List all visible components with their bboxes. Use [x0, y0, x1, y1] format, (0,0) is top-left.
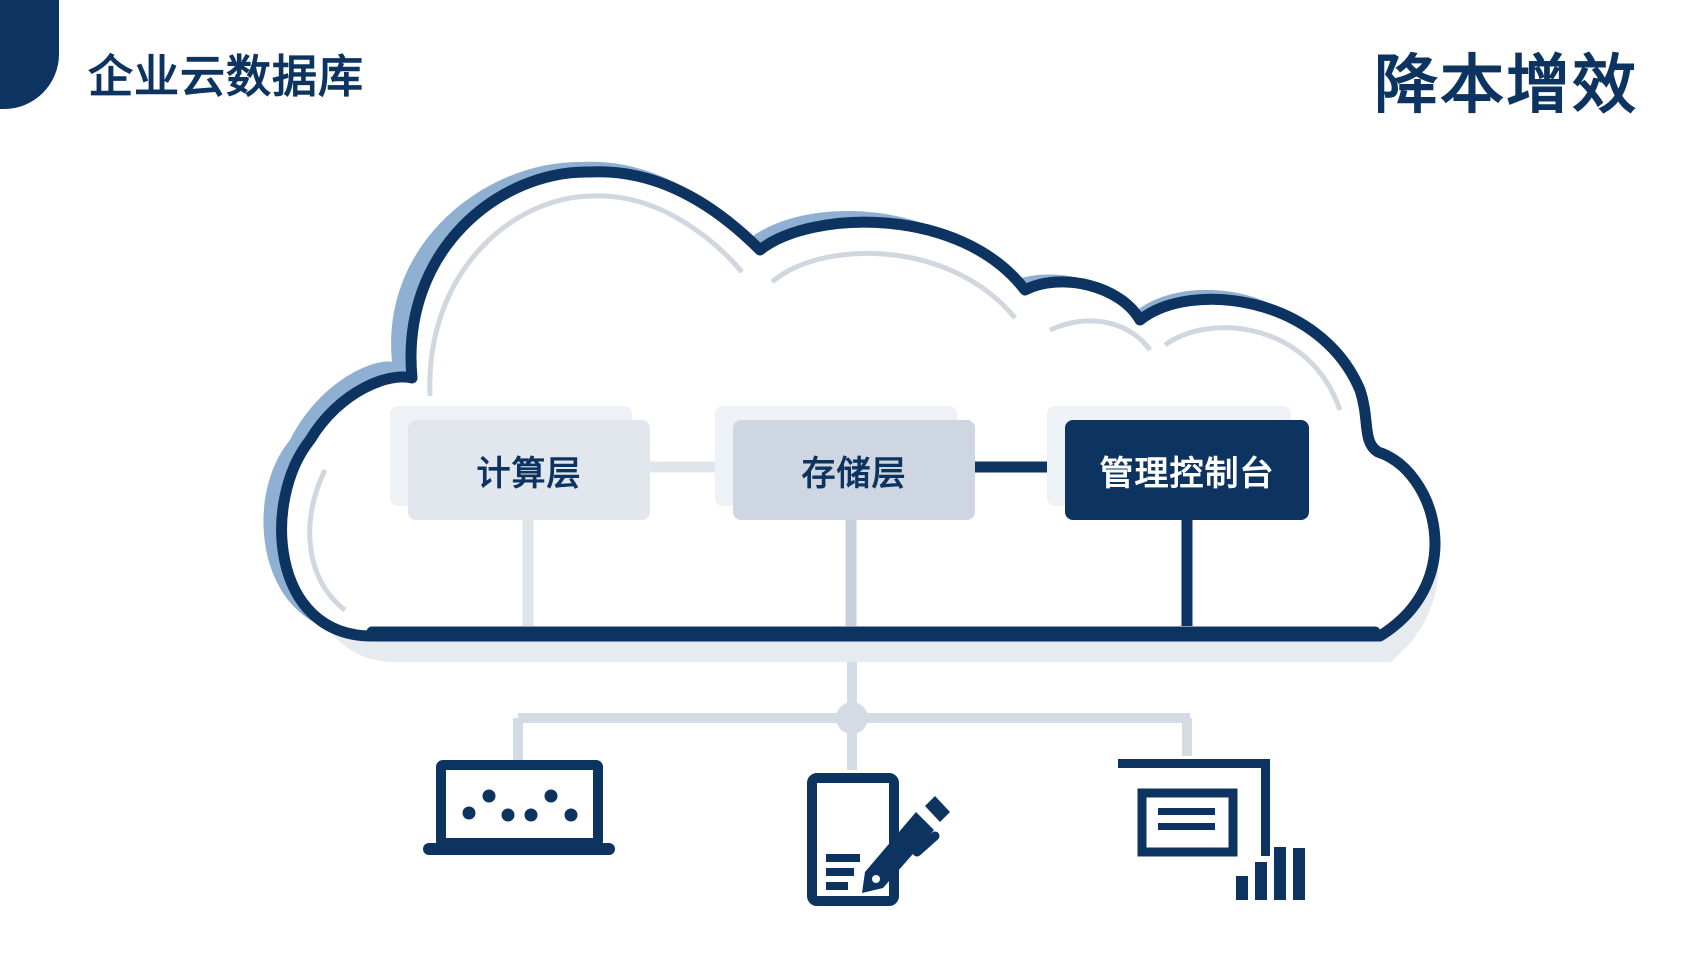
cloud-body — [276, 166, 1441, 642]
storage-layer-box: 存储层 — [733, 420, 975, 520]
page-title: 企业云数据库 — [88, 50, 365, 103]
compute-layer-box: 计算层 — [408, 420, 650, 520]
page-slogan: 降本增效 — [1374, 49, 1638, 123]
tablet-edit-icon — [807, 773, 950, 906]
console-layer-label: 管理控制台 — [1099, 453, 1275, 494]
compute-layer-label: 计算层 — [476, 453, 582, 494]
report-chart-icon — [1118, 759, 1305, 900]
laptop-icon — [423, 760, 615, 855]
console-layer-box: 管理控制台 — [1065, 420, 1309, 520]
cloud-inner-rim — [307, 193, 1343, 612]
storage-layer-label: 存储层 — [801, 453, 907, 494]
